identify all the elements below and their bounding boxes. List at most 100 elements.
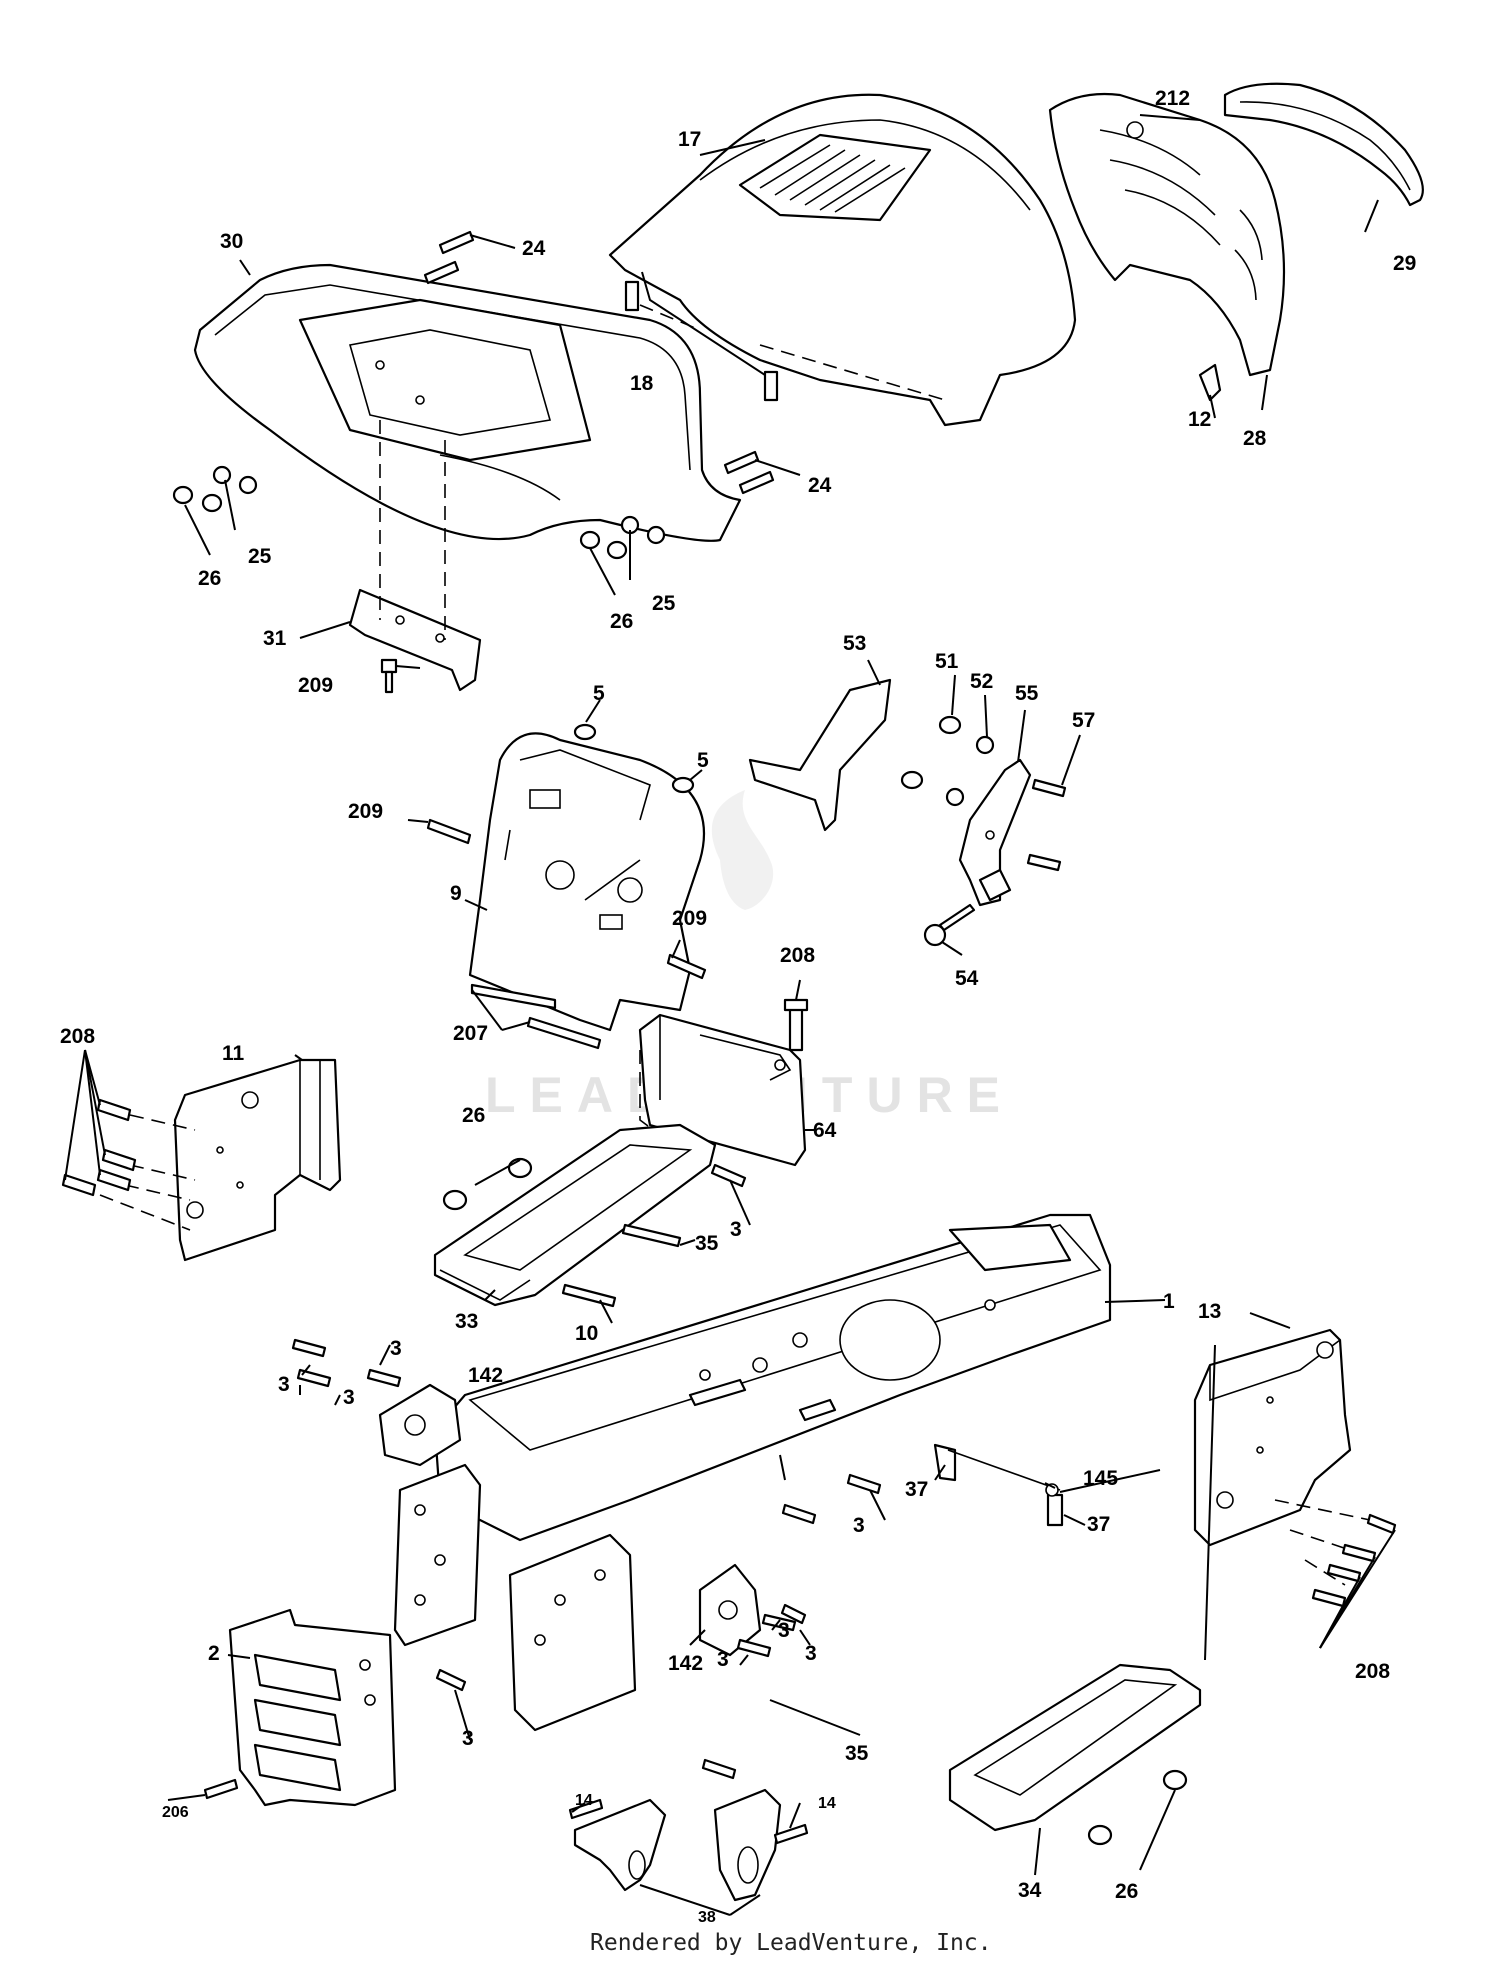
part-142-bracket <box>698 1563 762 1657</box>
label-142: 142 <box>668 1652 703 1675</box>
part-35-bolt <box>701 1503 817 1780</box>
part-13-side-panel <box>1193 1328 1371 1586</box>
label-3: 3 <box>462 1727 474 1750</box>
label-208: 208 <box>1355 1660 1390 1683</box>
part-51-nut <box>900 715 962 790</box>
label-51: 51 <box>935 650 959 673</box>
part-3-bolt <box>710 1163 747 1188</box>
label-3: 3 <box>278 1373 290 1396</box>
label-26: 26 <box>198 567 221 590</box>
label-209: 209 <box>298 674 333 697</box>
label-33: 33 <box>455 1310 478 1333</box>
label-5: 5 <box>697 749 709 772</box>
part-209-bolt <box>426 818 707 980</box>
part-14-bolt <box>568 1798 809 1845</box>
part-frame-rear-plate <box>508 1533 637 1732</box>
label-37: 37 <box>1087 1513 1110 1536</box>
label-26: 26 <box>610 610 633 633</box>
part-212-grille-housing <box>1048 92 1286 377</box>
label-38: 38 <box>698 1909 716 1926</box>
label-3: 3 <box>717 1648 729 1671</box>
label-1: 1 <box>1163 1290 1175 1313</box>
label-18: 18 <box>630 372 654 395</box>
label-3: 3 <box>390 1337 402 1360</box>
watermark-logo <box>711 790 774 910</box>
part-142-bracket <box>378 1383 462 1467</box>
part-35-bolt <box>621 1223 682 1248</box>
label-35: 35 <box>845 1742 869 1765</box>
label-3: 3 <box>343 1386 355 1409</box>
part-26-nut <box>1087 1769 1188 1846</box>
label-57: 57 <box>1072 709 1095 732</box>
part-37-bolt <box>933 1443 1064 1527</box>
label-26: 26 <box>1115 1880 1138 1903</box>
label-24: 24 <box>522 237 546 260</box>
label-25: 25 <box>652 592 676 615</box>
part-24-bolt <box>423 230 775 495</box>
part-34-footrest <box>948 1663 1202 1832</box>
label-212: 212 <box>1155 87 1190 110</box>
label-206: 206 <box>162 1804 189 1821</box>
label-35: 35 <box>695 1232 719 1255</box>
part-209-bolt <box>380 658 398 694</box>
part-31-bracket <box>348 420 482 692</box>
label-30: 30 <box>220 230 243 253</box>
part-11-side-panel <box>99 1058 342 1262</box>
part-26-nut <box>172 485 628 560</box>
label-5: 5 <box>593 682 605 705</box>
label-145: 145 <box>1083 1467 1118 1490</box>
part-1-frame <box>433 1213 1112 1542</box>
label-55: 55 <box>1015 682 1039 705</box>
label-14: 14 <box>575 1792 593 1809</box>
part-52-washer <box>945 735 995 807</box>
part-145-rod <box>947 1449 1061 1497</box>
label-34: 34 <box>1018 1879 1042 1902</box>
footer-credit: Rendered by LeadVenture, Inc. <box>590 1930 992 1956</box>
part-33-footrest <box>433 1123 717 1307</box>
label-64: 64 <box>813 1119 837 1142</box>
label-26: 26 <box>462 1104 485 1127</box>
part-29-headlight-lens <box>1223 82 1424 207</box>
part-38-bracket <box>713 1788 782 1902</box>
label-11: 11 <box>222 1042 245 1065</box>
part-17-hood <box>608 93 1077 427</box>
part-9-dash-panel <box>468 732 706 1032</box>
part-10-bolt <box>561 1283 617 1308</box>
part-208-bolt-set-left <box>61 1098 137 1197</box>
label-24: 24 <box>808 474 832 497</box>
part-206-pin <box>203 1778 239 1800</box>
label-208: 208 <box>780 944 815 967</box>
label-142: 142 <box>468 1364 503 1387</box>
label-10: 10 <box>575 1322 598 1345</box>
label-207: 207 <box>453 1022 488 1045</box>
part-frame-side-plate <box>393 1463 482 1647</box>
label-52: 52 <box>970 670 993 693</box>
label-209: 209 <box>672 907 707 930</box>
label-13: 13 <box>1198 1300 1221 1323</box>
label-3: 3 <box>730 1218 742 1241</box>
part-5-nut <box>573 723 695 794</box>
label-29: 29 <box>1393 252 1416 275</box>
part-208-bolt <box>783 998 809 1052</box>
part-53-bracket <box>748 678 892 832</box>
label-2: 2 <box>208 1642 220 1665</box>
part-38-bracket <box>573 1798 667 1892</box>
part-55-plate <box>958 758 1032 907</box>
part-12-latch <box>1198 363 1222 402</box>
label-53: 53 <box>843 632 866 655</box>
leader-lines <box>64 114 1396 1916</box>
label-31: 31 <box>263 627 287 650</box>
label-3: 3 <box>853 1514 865 1537</box>
part-2-rear-plate <box>228 1608 397 1807</box>
part-57-bolt <box>1026 778 1067 872</box>
label-37: 37 <box>905 1478 928 1501</box>
part-labels: 1 2 3 3 3 3 3 3 3 3 3 5 5 9 10 11 12 13 … <box>60 87 1416 1926</box>
part-3-bolt-set <box>291 1338 882 1692</box>
label-14: 14 <box>818 1795 836 1812</box>
label-3: 3 <box>805 1642 817 1665</box>
label-3: 3 <box>778 1619 790 1642</box>
label-25: 25 <box>248 545 272 568</box>
label-209: 209 <box>348 800 383 823</box>
label-12: 12 <box>1188 408 1211 431</box>
